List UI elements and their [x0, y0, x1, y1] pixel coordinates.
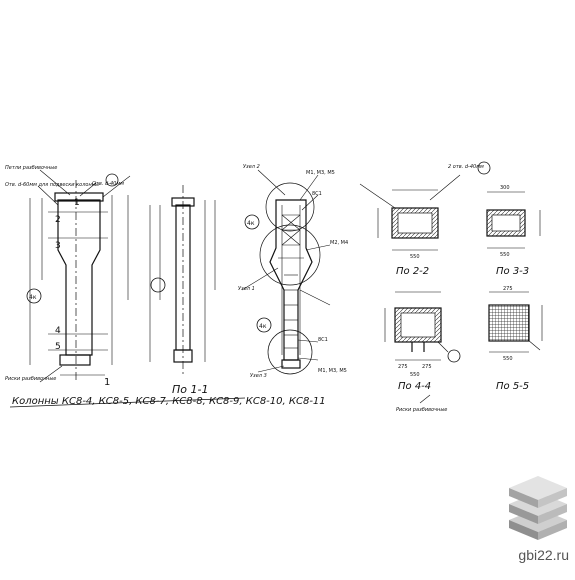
section-2-2-callout: 2 отв. d-40мм	[448, 164, 484, 170]
section-3-3-width: 550	[500, 252, 510, 258]
title-underline	[9, 397, 246, 408]
node-mark-bottom: 4к	[259, 323, 267, 330]
section-2-2-width: 550	[410, 254, 420, 260]
node-top-label: Узел 2	[243, 164, 260, 170]
bottom-note: Риски разбивочные	[396, 407, 447, 413]
elevation-view-label: 1	[104, 377, 110, 388]
main-title: Колонны КС8-4, КС8-5, КС8-7, КС8-8, КС8-…	[12, 396, 326, 407]
section-3-3-title: По 3-3	[496, 266, 529, 277]
node-mark-top: 4к	[247, 220, 255, 227]
section-5-5-view	[488, 291, 543, 353]
section-4-4-left: 275	[398, 364, 408, 370]
section-mark-1: 1	[74, 198, 80, 208]
section-3-3-top: 300	[500, 185, 510, 191]
section-5-5-top: 275	[503, 286, 513, 292]
section-mark-3: 3	[55, 241, 61, 251]
section-4-4-view	[384, 291, 461, 363]
section-4-4-width: 550	[410, 372, 420, 378]
section-mark-4: 4	[55, 326, 61, 336]
brand-site[interactable]: gbi22.ru	[518, 547, 569, 563]
section-2-2-labels: 550 2 отв. d-40мм По 2-2	[396, 164, 484, 277]
side-elevation	[149, 185, 216, 375]
label-hole: Отв. d-60мм для подвески колонны	[5, 182, 99, 188]
section-4-4-labels: 275 275 550 По 4-4	[398, 364, 432, 392]
elevation-labels: Петли разбивочные Отв. d-60мм для подвес…	[5, 165, 124, 388]
section-mark-5: 5	[55, 342, 61, 352]
section-3-3-labels: 550 300 По 3-3	[496, 185, 529, 277]
section-5-5-labels: 275 550 По 5-5	[496, 286, 529, 392]
section-5-5-width: 550	[503, 356, 513, 362]
label-rebar-bottom: Риски разбивочные	[5, 376, 56, 382]
section-2-2-view	[359, 161, 491, 251]
callout-bottom: М1, М3, М5	[318, 368, 347, 374]
stacked-slabs-icon	[509, 476, 567, 540]
section-1-1-labels: Узел 2 Узел 1 Узел 3 4к 4к М1, М3, М5 8С…	[172, 164, 348, 396]
node-mid-label: Узел 1	[238, 286, 255, 292]
section-mark-2: 2	[55, 215, 61, 225]
section-4-4-right: 275	[422, 364, 432, 370]
label-weld: Отв. d-40мм	[92, 181, 124, 187]
section-5-5-title: По 5-5	[496, 381, 529, 392]
label-rebar-top: Петли разбивочные	[5, 165, 57, 171]
callout-8c1-top: 8С1	[312, 191, 322, 197]
section-2-2-title: По 2-2	[396, 266, 429, 277]
callout-mid: М2, М4	[330, 240, 348, 246]
callout-top: М1, М3, М5	[306, 170, 335, 176]
callout-8c1-bottom: 8С1	[318, 337, 328, 343]
section-4-4-title: По 4-4	[398, 381, 431, 392]
node-bottom-label: Узел 3	[250, 373, 267, 379]
section-1-1-title: По 1-1	[172, 383, 208, 396]
node-mark-4k: 4к	[29, 294, 37, 301]
elevation-view	[26, 169, 131, 383]
section-1-1-view	[241, 169, 331, 375]
section-3-3-view	[486, 191, 541, 249]
